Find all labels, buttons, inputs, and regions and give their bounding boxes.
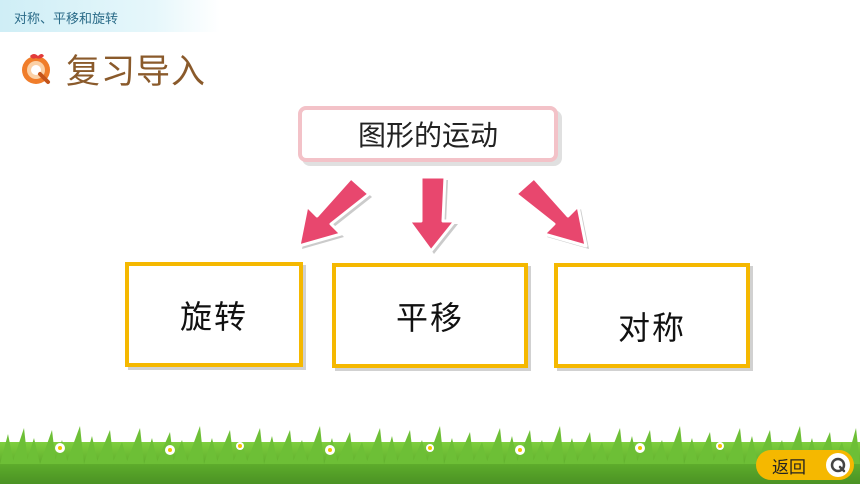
section-header: 复习导入 (10, 44, 250, 92)
arrow-down-icon (407, 175, 458, 254)
back-button[interactable]: 返回 (756, 450, 854, 480)
topic-label: 图形的运动 (357, 119, 498, 152)
card-rotation: 旋转 (125, 262, 303, 367)
q-logo-icon (22, 54, 50, 84)
card-symmetry: 对称 (554, 263, 750, 368)
breadcrumb-bar: 对称、平移和旋转 (0, 0, 220, 32)
grass-decoration (0, 426, 860, 464)
card-translation: 平移 (332, 263, 528, 368)
breadcrumb: 对称、平移和旋转 (14, 12, 119, 27)
arrow-left-down-icon (297, 176, 372, 249)
flower-icon (55, 442, 724, 455)
topic-box: 图形的运动 (298, 106, 558, 162)
card-label: 旋转 (179, 297, 248, 336)
back-label: 返回 (772, 457, 806, 478)
page-title: 复习导入 (66, 52, 206, 92)
card-label: 平移 (395, 298, 464, 337)
card-label: 对称 (617, 308, 686, 347)
arrow-right-down-icon (514, 176, 589, 249)
q-logo-icon (826, 453, 850, 477)
